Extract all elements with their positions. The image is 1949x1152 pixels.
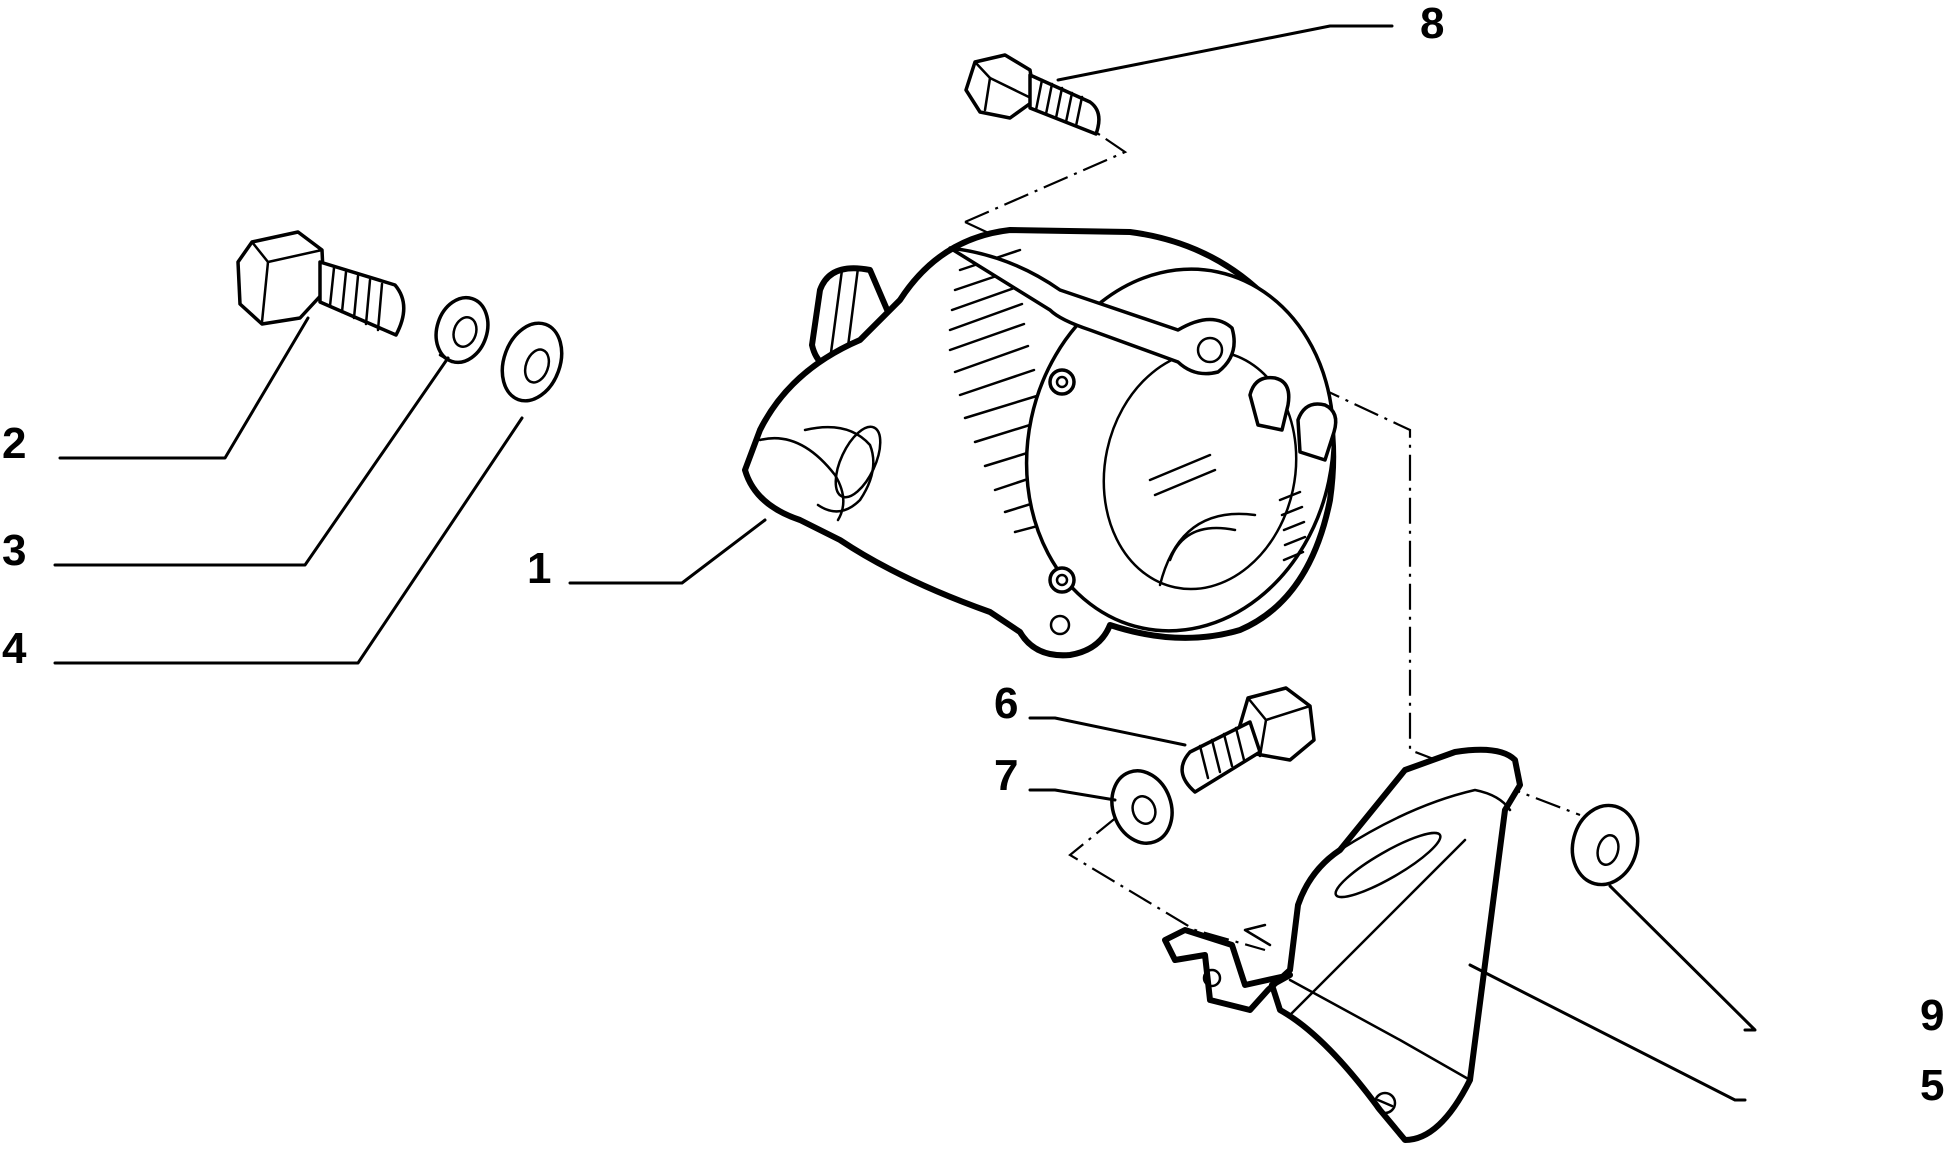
callout-4: 4 [2,624,27,673]
part-4-flat-washer [500,321,564,403]
part-9-washer [1570,803,1640,887]
callout-labels: 1 2 3 4 5 6 7 8 9 [2,0,1944,1110]
part-2-bolt [236,230,406,337]
assembly-axis-lines [964,117,1581,952]
callout-2: 2 [2,419,26,468]
part-3-spring-washer [434,295,490,365]
callout-1: 1 [527,544,551,593]
callout-3: 3 [2,526,26,575]
callout-7: 7 [994,751,1018,800]
part-5-bracket [1162,746,1523,1143]
part-7-washer [1110,769,1174,845]
callout-6: 6 [994,679,1018,728]
part-6-bolt [1180,686,1316,794]
callout-5: 5 [1920,1061,1944,1110]
part-8-bolt [964,53,1101,136]
leader-lines [53,24,1757,1102]
callout-8: 8 [1420,0,1444,48]
part-1-alternator [742,227,1338,659]
callout-9: 9 [1920,991,1944,1040]
